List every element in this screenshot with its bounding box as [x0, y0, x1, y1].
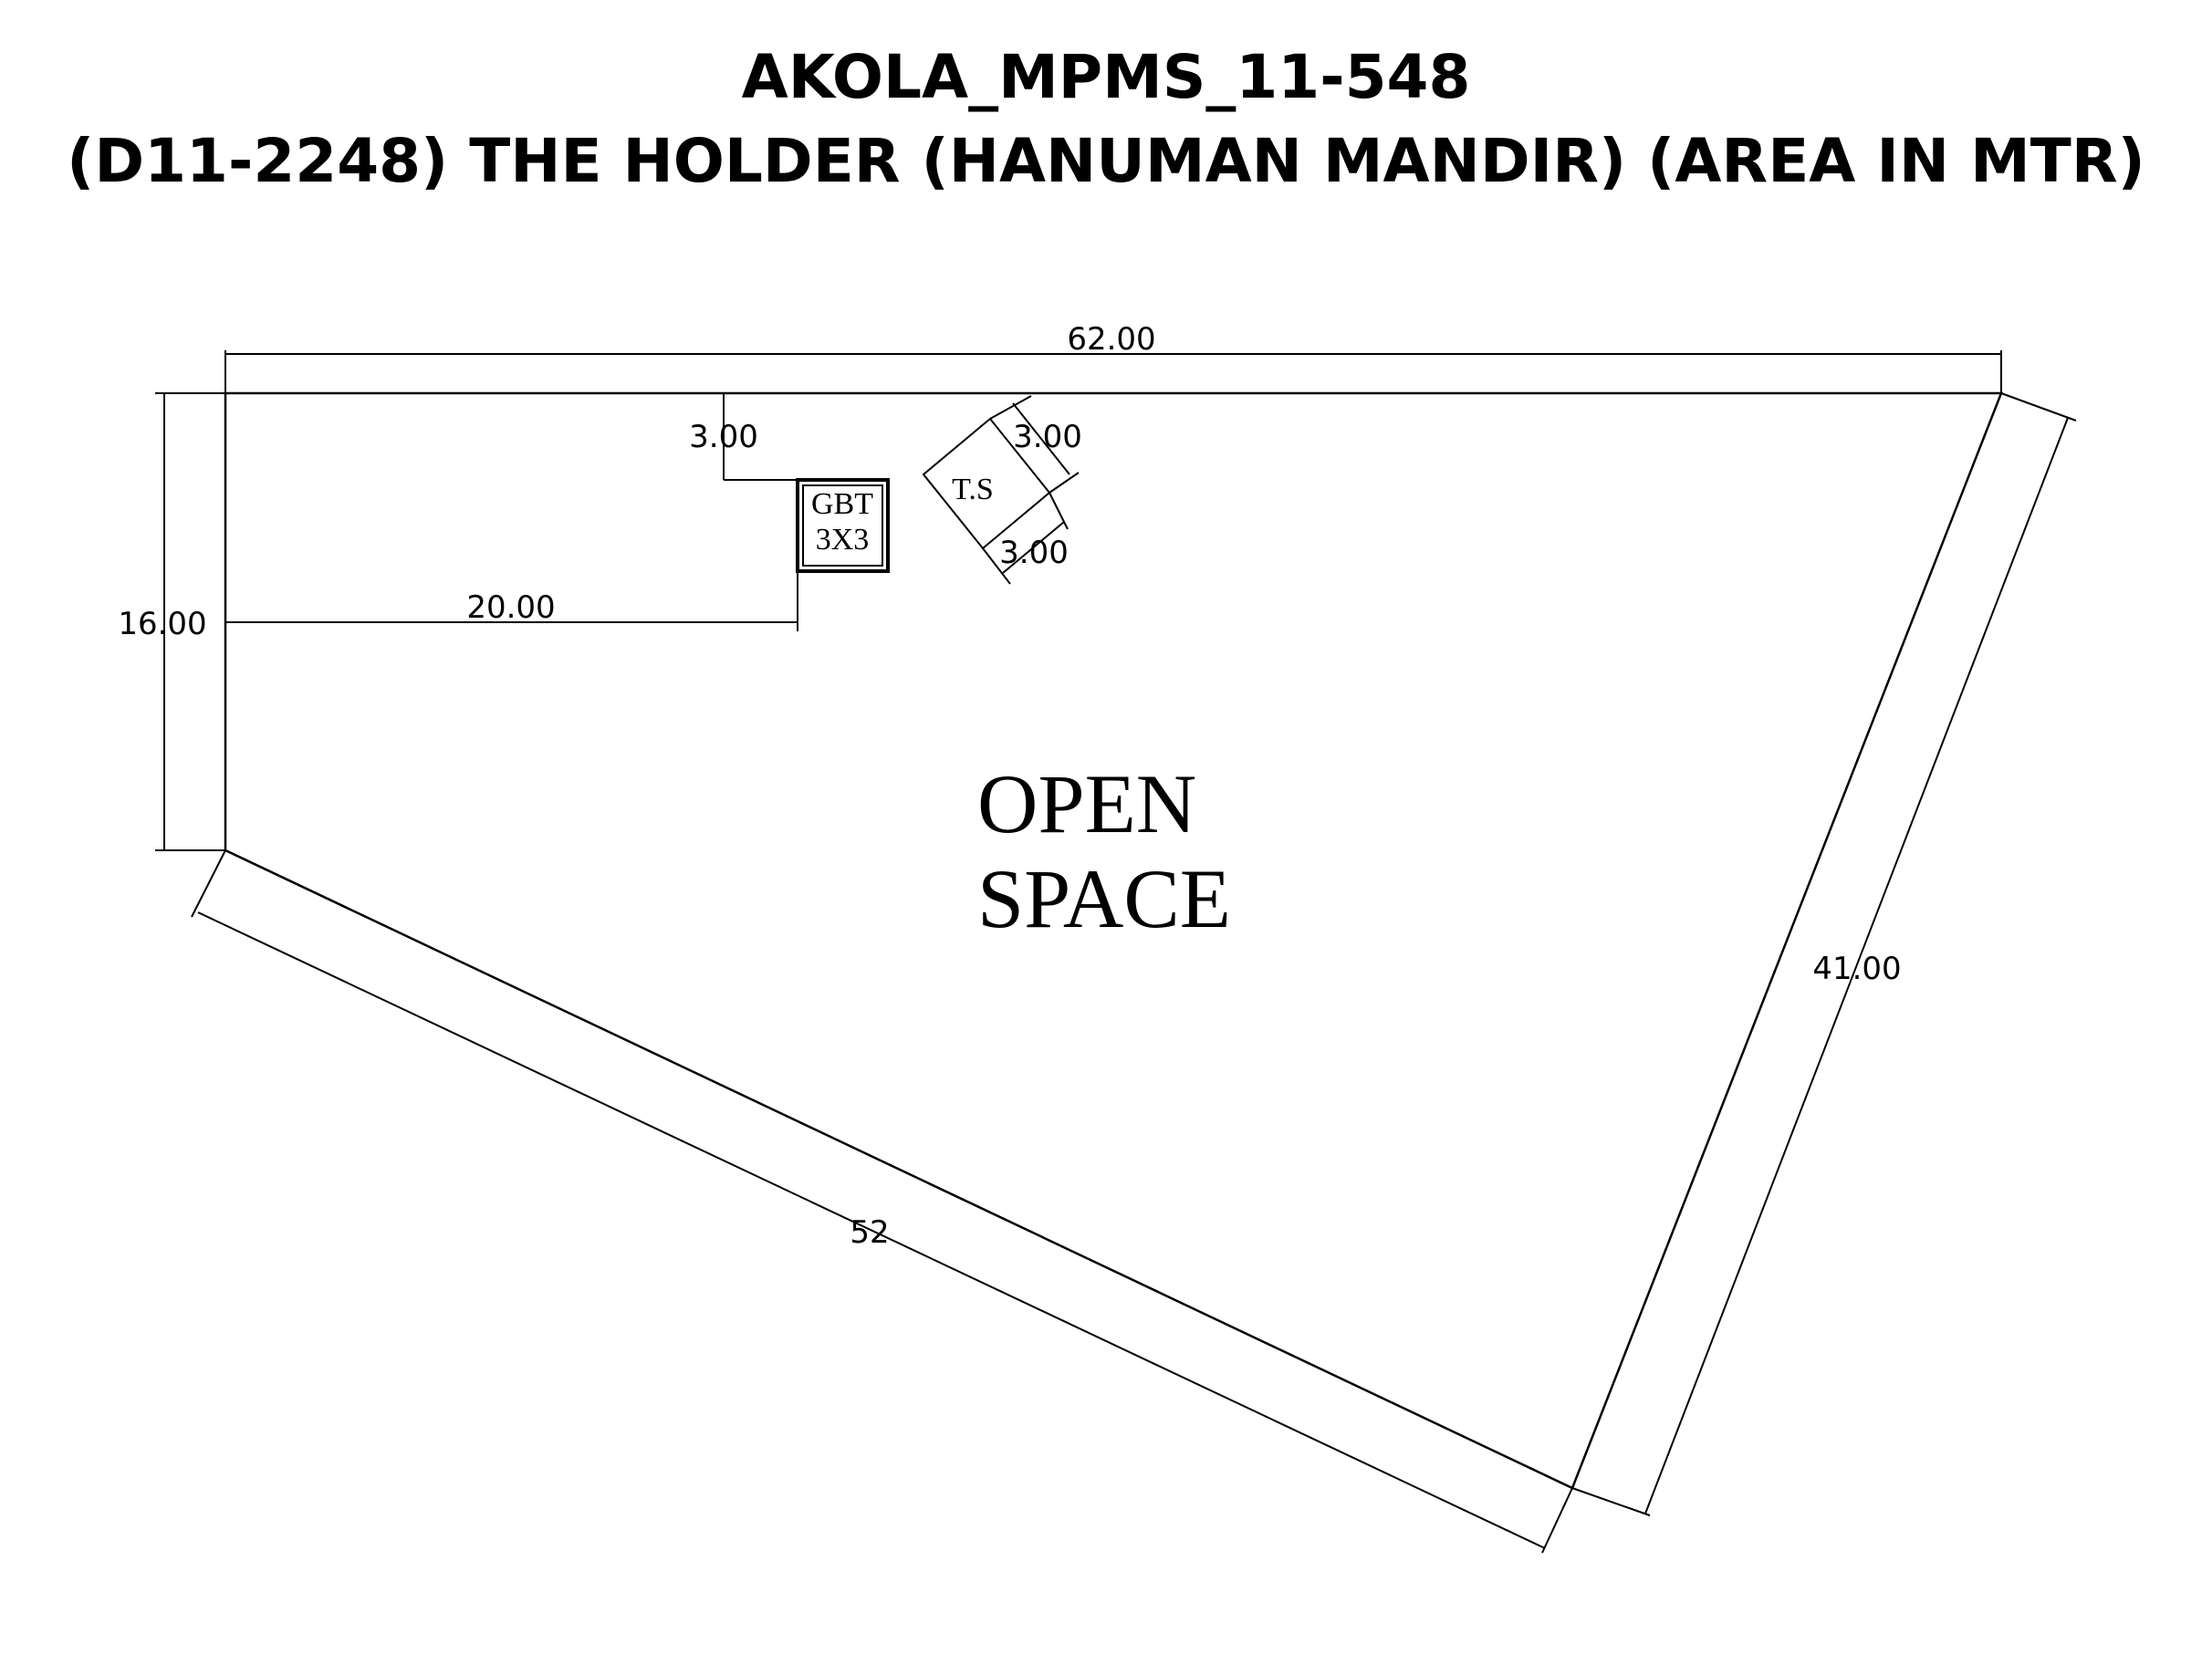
title-line-2: (D11-2248) THE HOLDER (HANUMAN MANDIR) (…: [67, 126, 2145, 196]
gbt-offset-dimensions: 20.00 3.00: [225, 393, 798, 631]
left-dimension-label: 16.00: [118, 606, 206, 642]
top-dimension-label: 62.00: [1067, 321, 1155, 358]
bottom-dimension: 52: [191, 849, 1573, 1554]
gbt-offset-x-label: 20.00: [466, 589, 555, 626]
left-dimension: 16.00: [118, 392, 225, 851]
title-line-1: AKOLA_MPMS_11-548: [741, 42, 1471, 112]
bottom-dimension-label: 52: [850, 1214, 889, 1251]
ts-dimension-a-label: 3.00: [1013, 419, 1082, 455]
gbt-label-line2: 3X3: [816, 523, 870, 557]
ts-label: T.S: [952, 473, 994, 506]
gbt-label-line1: GBT: [811, 487, 873, 521]
open-label-line2: SPACE: [977, 852, 1231, 945]
right-dimension-label: 41.00: [1812, 951, 1901, 987]
top-dimension: 62.00: [224, 321, 2002, 393]
open-label-line1: OPEN: [977, 757, 1196, 850]
gbt-offset-y-label: 3.00: [689, 419, 758, 455]
ts-structure: T.S 3.00 3.00: [922, 395, 1082, 585]
open-space-label: OPEN SPACE: [977, 757, 1231, 945]
gbt-box: GBT 3X3: [796, 478, 890, 573]
ts-dimension-b-label: 3.00: [999, 535, 1069, 571]
right-dimension: 41.00: [1571, 392, 2077, 1516]
